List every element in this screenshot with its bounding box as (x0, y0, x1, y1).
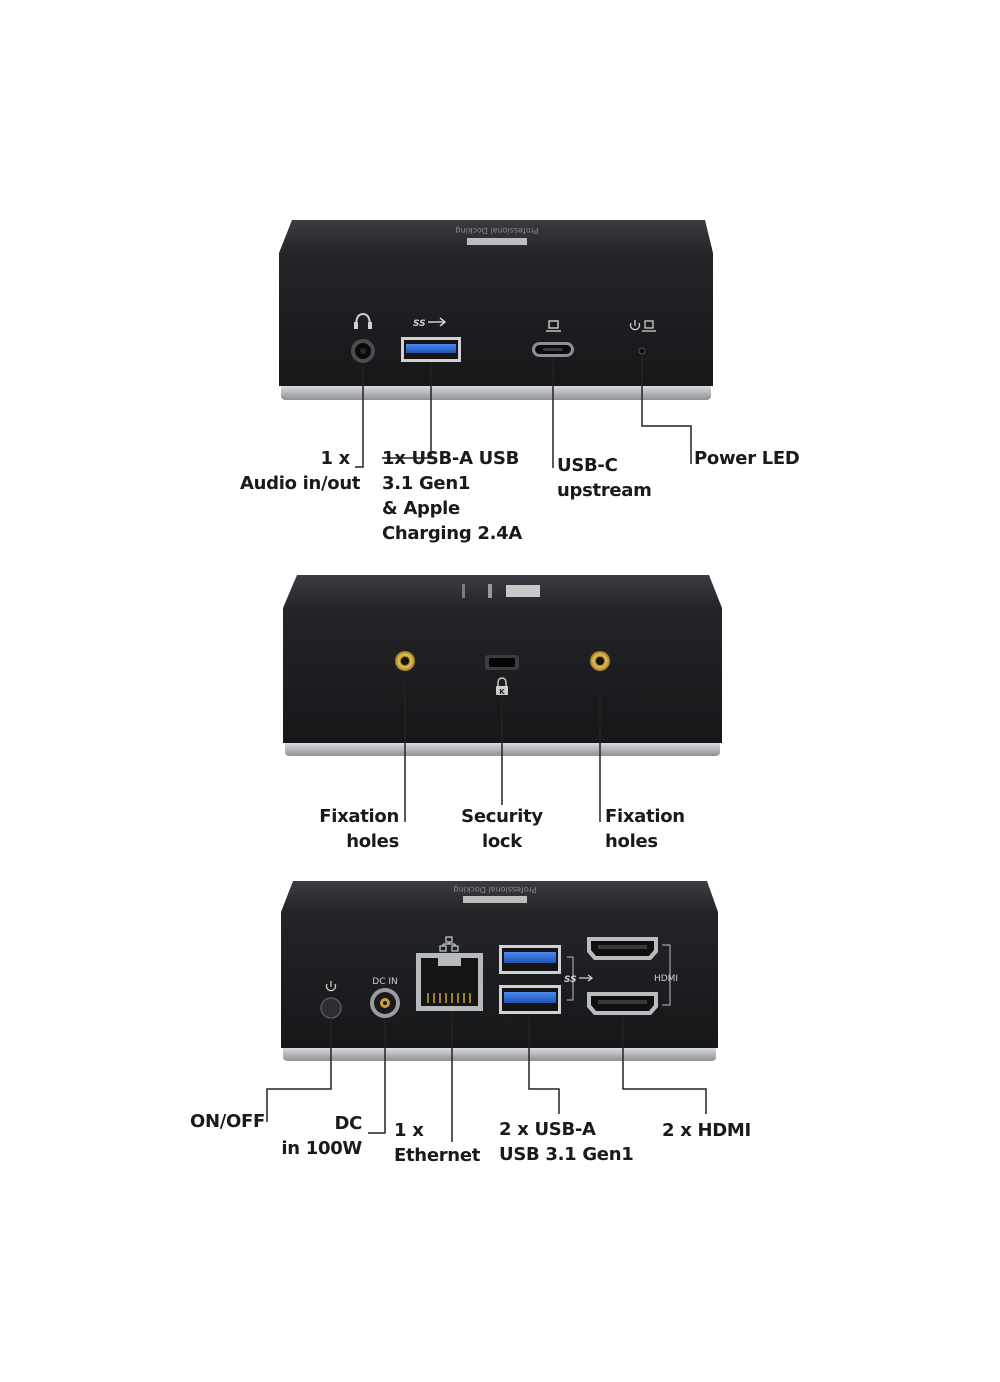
power-icon (325, 981, 337, 992)
rear-leader-lines (266, 1011, 707, 1142)
front-base (281, 386, 711, 400)
label-on-off: ON/OFF (190, 1109, 265, 1134)
label-fixation-holes-left: Fixation holes (300, 804, 399, 854)
label-security-lock: Security lock (452, 804, 552, 854)
label-line: & Apple (382, 498, 460, 519)
label-line: Audio in/out (240, 473, 361, 494)
label-usb-c-upstream: USB-C upstream (557, 453, 652, 503)
label-line: holes (346, 831, 399, 852)
superspeed-usb-icon: SS (564, 956, 594, 1001)
label-line: holes (605, 831, 658, 852)
brand-logo: Professional Docking (455, 226, 539, 245)
label-line: Charging 2.4A (382, 523, 522, 544)
label-line: 3.1 Gen1 (382, 473, 471, 494)
power-button (320, 997, 342, 1019)
laptop-icon (642, 320, 656, 332)
usb-a-port-front (401, 337, 461, 362)
usb-c-port (532, 342, 574, 357)
security-lock-slot (485, 655, 519, 670)
label-line: upstream (557, 480, 652, 501)
rear-view: Professional Docking DC IN (266, 881, 718, 1142)
label-line: Fixation (605, 806, 685, 827)
label-fixation-holes-right: Fixation holes (605, 804, 685, 854)
fixation-hole-left (395, 651, 415, 671)
svg-text:SS: SS (413, 319, 426, 329)
label-line: Security (461, 806, 543, 827)
label-power-led: Power LED (694, 446, 800, 471)
audio-jack-port (351, 339, 375, 363)
brand-logo: Professional Docking (453, 885, 537, 903)
label-line: lock (482, 831, 522, 852)
label-line: Fixation (319, 806, 399, 827)
svg-text:SS: SS (564, 975, 577, 985)
label-line: in 100W (281, 1138, 362, 1159)
label-line: Power LED (694, 448, 800, 469)
ethernet-port (416, 953, 483, 1011)
power-icon (629, 320, 641, 331)
hdmi-port-mark: HDMI (654, 974, 678, 984)
label-line: 1 x (394, 1120, 424, 1141)
label-line: ON/OFF (190, 1111, 266, 1132)
label-line: USB 3.1 Gen1 (499, 1144, 634, 1165)
label-hdmi: 2 x HDMI (662, 1118, 751, 1143)
laptop-icon (546, 320, 561, 332)
network-icon (439, 936, 459, 952)
label-line: 1 x (320, 448, 350, 469)
front-view: Professional Docking SS (279, 220, 713, 468)
label-line: 2 x USB-A (499, 1119, 596, 1140)
usb-a-port-rear-top (499, 945, 561, 974)
power-led-indicator (638, 347, 646, 355)
rear-base (283, 1048, 716, 1061)
superspeed-usb-icon: SS (413, 317, 447, 329)
side-view: K (283, 575, 722, 822)
label-line: 2 x HDMI (662, 1120, 751, 1141)
label-line: DC (334, 1113, 362, 1134)
usb-a-port-rear-bottom (499, 985, 561, 1014)
front-top-face (279, 220, 713, 253)
label-line: 1x USB-A USB (382, 448, 520, 469)
fixation-hole-right (590, 651, 610, 671)
rear-face (281, 912, 718, 1048)
hdmi-port-bottom (587, 992, 658, 1015)
side-leader-lines (404, 675, 601, 822)
hdmi-port-top (587, 937, 658, 960)
label-audio-in-out: 1 x Audio in/out (240, 446, 361, 496)
dc-in-port (370, 988, 400, 1018)
label-ethernet: 1 x Ethernet (394, 1118, 480, 1168)
label-usb-a-front: 1x USB-A USB 3.1 Gen1 & Apple Charging 2… (382, 446, 522, 546)
lock-icon: K (496, 677, 508, 696)
dc-in-port-mark: DC IN (372, 977, 397, 987)
front-face (279, 253, 713, 386)
headphones-icon (354, 312, 372, 329)
hdmi-bracket (662, 944, 671, 1006)
brand-logo (462, 584, 540, 598)
front-leader-lines (355, 354, 692, 468)
label-line: Ethernet (394, 1145, 481, 1166)
side-top-face (283, 575, 722, 608)
label-dc-in: DC in 100W (270, 1111, 362, 1161)
svg-text:K: K (499, 688, 505, 696)
svg-text:Professional Docking: Professional Docking (455, 226, 538, 235)
svg-text:Professional Docking: Professional Docking (453, 885, 536, 894)
label-line: USB-C (557, 455, 618, 476)
label-usb-a-rear: 2 x USB-A USB 3.1 Gen1 (499, 1117, 634, 1167)
